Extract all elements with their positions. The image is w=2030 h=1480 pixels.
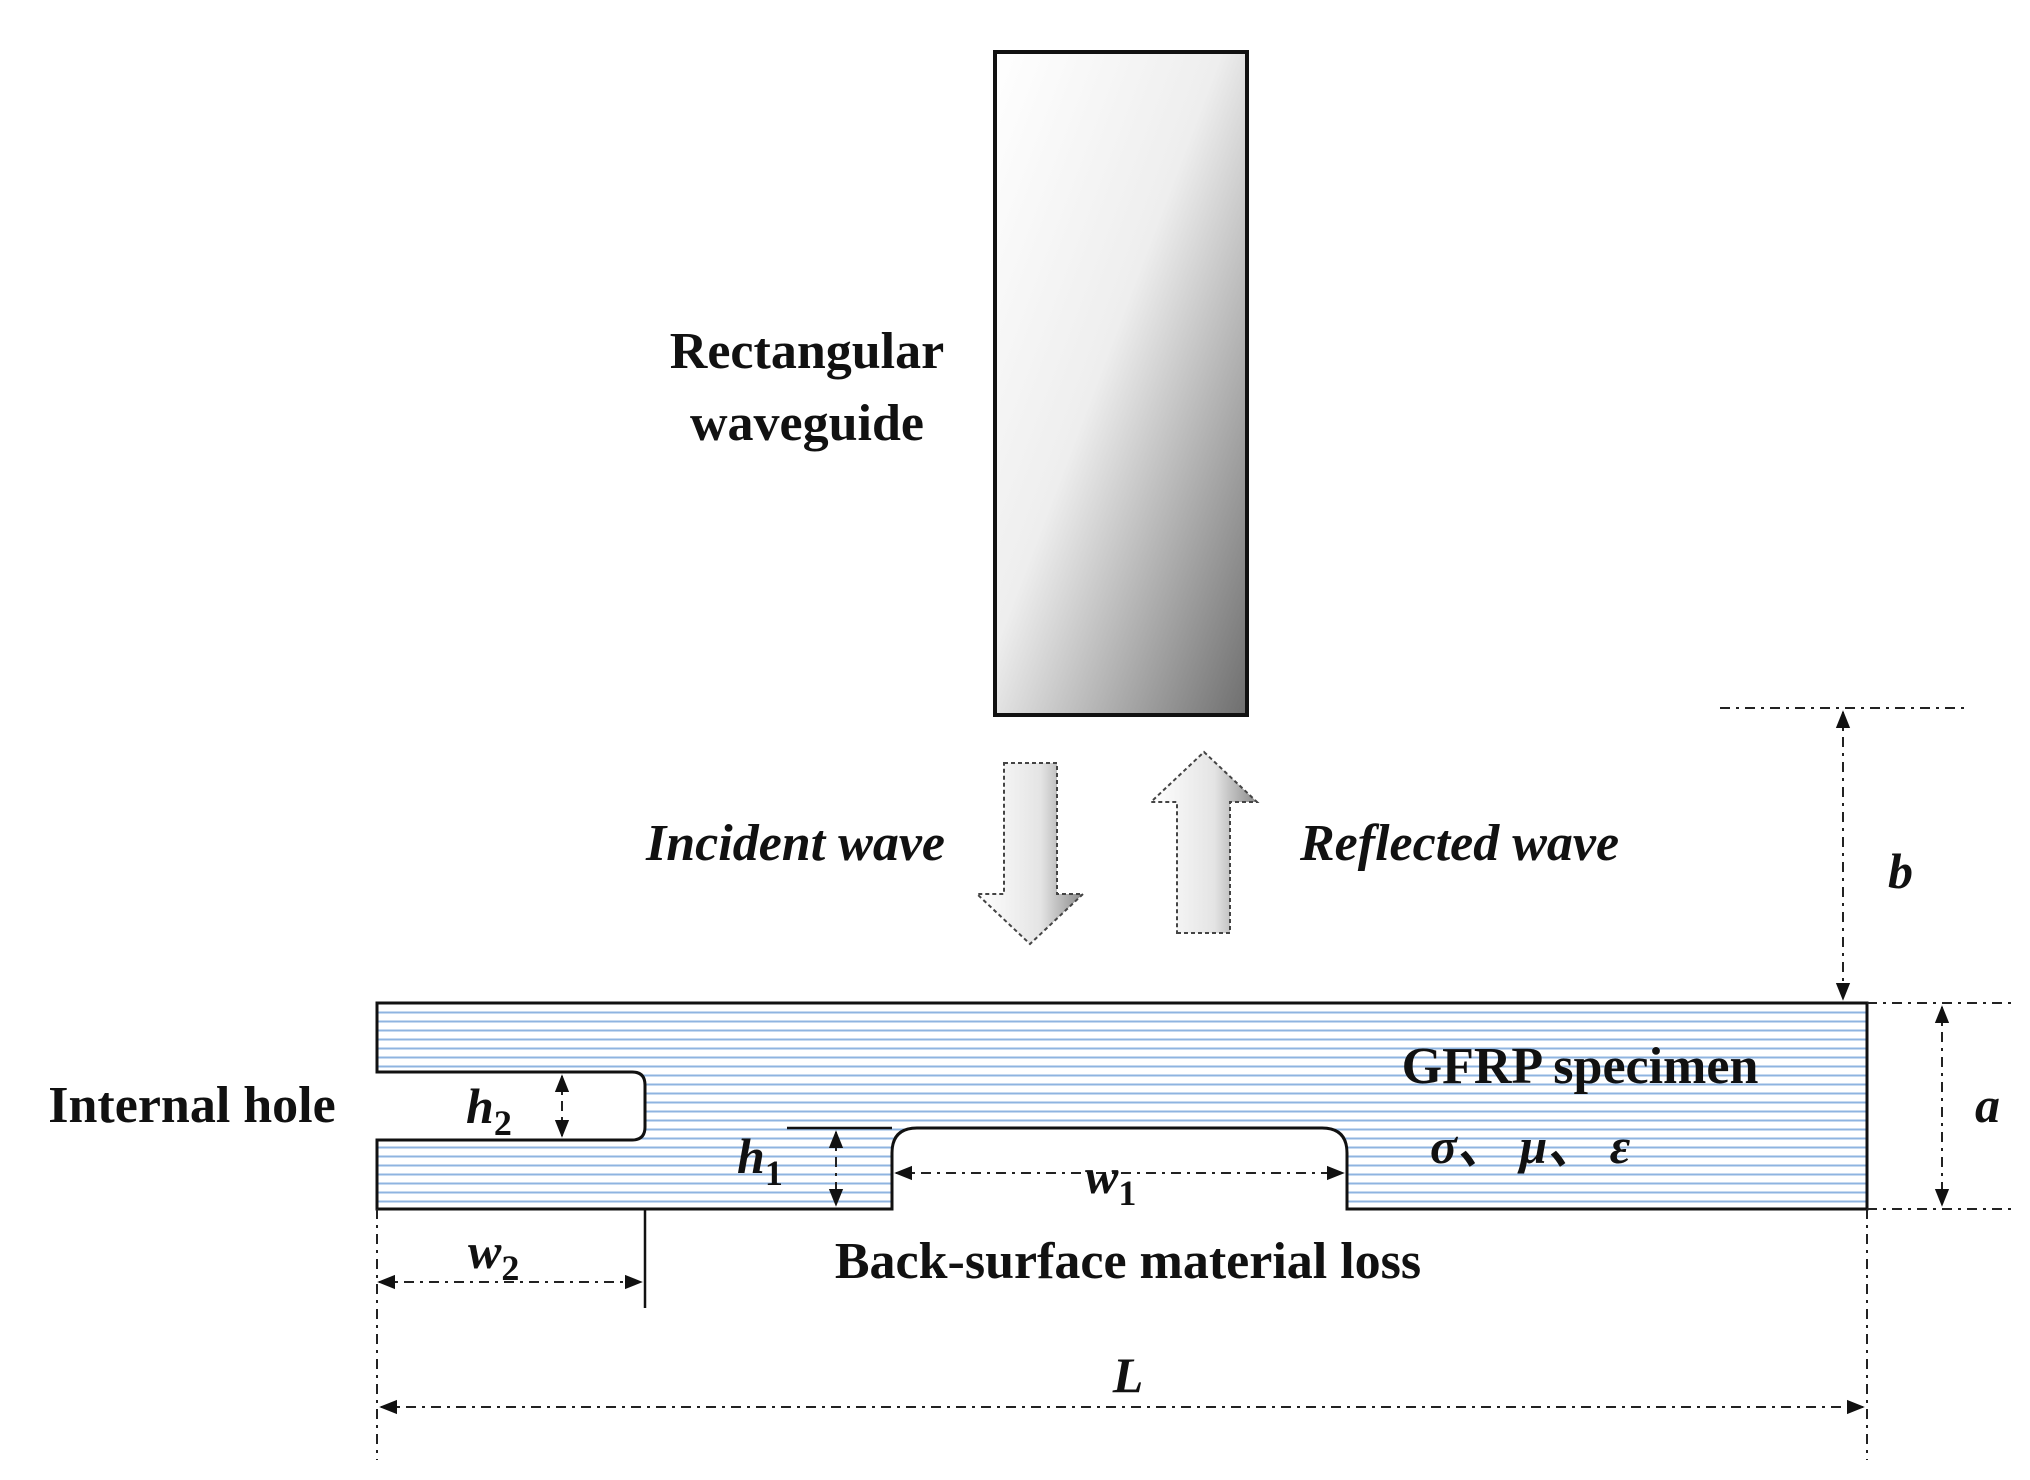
reflected-wave-arrow xyxy=(1148,750,1260,934)
h1-label: h1 xyxy=(737,1128,783,1193)
w2-label: w2 xyxy=(468,1223,519,1288)
internal-hole-label: Internal hole xyxy=(48,1077,335,1134)
a-label: a xyxy=(1975,1077,2000,1133)
incident-wave-arrow xyxy=(974,762,1086,946)
reflected-wave-label: Reflected wave xyxy=(1299,815,1619,872)
gfrp-specimen xyxy=(375,1001,1869,1211)
rectangular-waveguide xyxy=(993,50,1249,717)
waveguide-label-line2: waveguide xyxy=(690,395,924,452)
incident-wave-label: Incident wave xyxy=(645,815,945,872)
h2-label: h2 xyxy=(466,1078,512,1143)
specimen-label: GFRP specimen xyxy=(1402,1038,1759,1095)
material-properties: σ、 μ、 ε xyxy=(1430,1118,1631,1174)
waveguide-label-line1: Rectangular xyxy=(670,323,944,380)
material-loss-label: Back-surface material loss xyxy=(835,1233,1421,1290)
L-label: L xyxy=(1112,1347,1144,1403)
w1-label: w1 xyxy=(1085,1148,1136,1213)
b-label: b xyxy=(1888,843,1913,899)
